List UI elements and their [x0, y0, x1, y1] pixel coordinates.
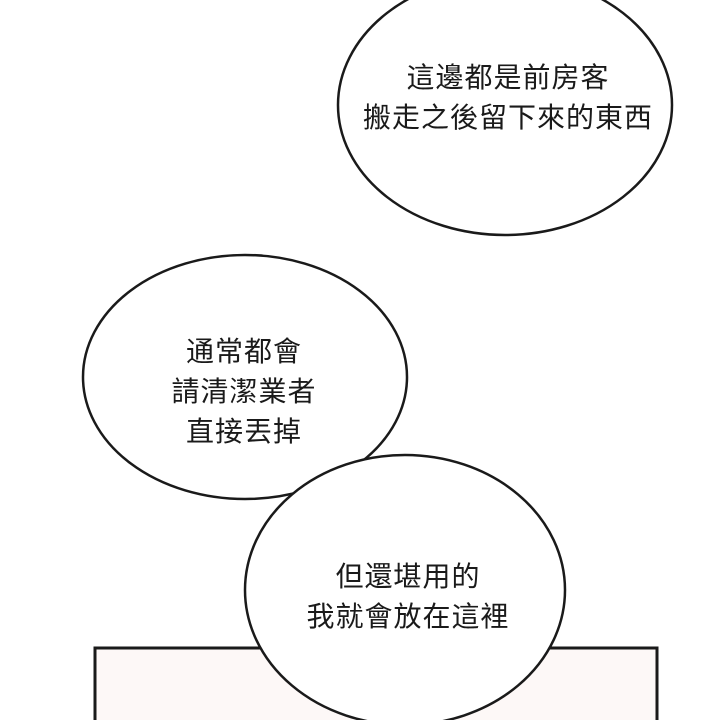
speech-bubble-2 — [81, 253, 409, 501]
bubble-2-line-1: 通常都會 — [185, 335, 303, 368]
bubble-2-line-2: 請清潔業者 — [171, 375, 317, 408]
speech-bubble-3 — [243, 453, 567, 720]
bubble-1-line-2: 搬走之後留下來的東西 — [362, 101, 654, 134]
bubble-3-line-1: 但還堪用的 — [335, 560, 481, 593]
speech-bubble-1 — [336, 0, 674, 237]
bubble-3-line-2: 我就會放在這裡 — [306, 600, 510, 633]
bubble-2-line-3: 直接丟掉 — [185, 415, 303, 448]
bubble-1-line-1: 這邊都是前房客 — [406, 61, 610, 94]
bubble-join-fill — [330, 466, 380, 488]
